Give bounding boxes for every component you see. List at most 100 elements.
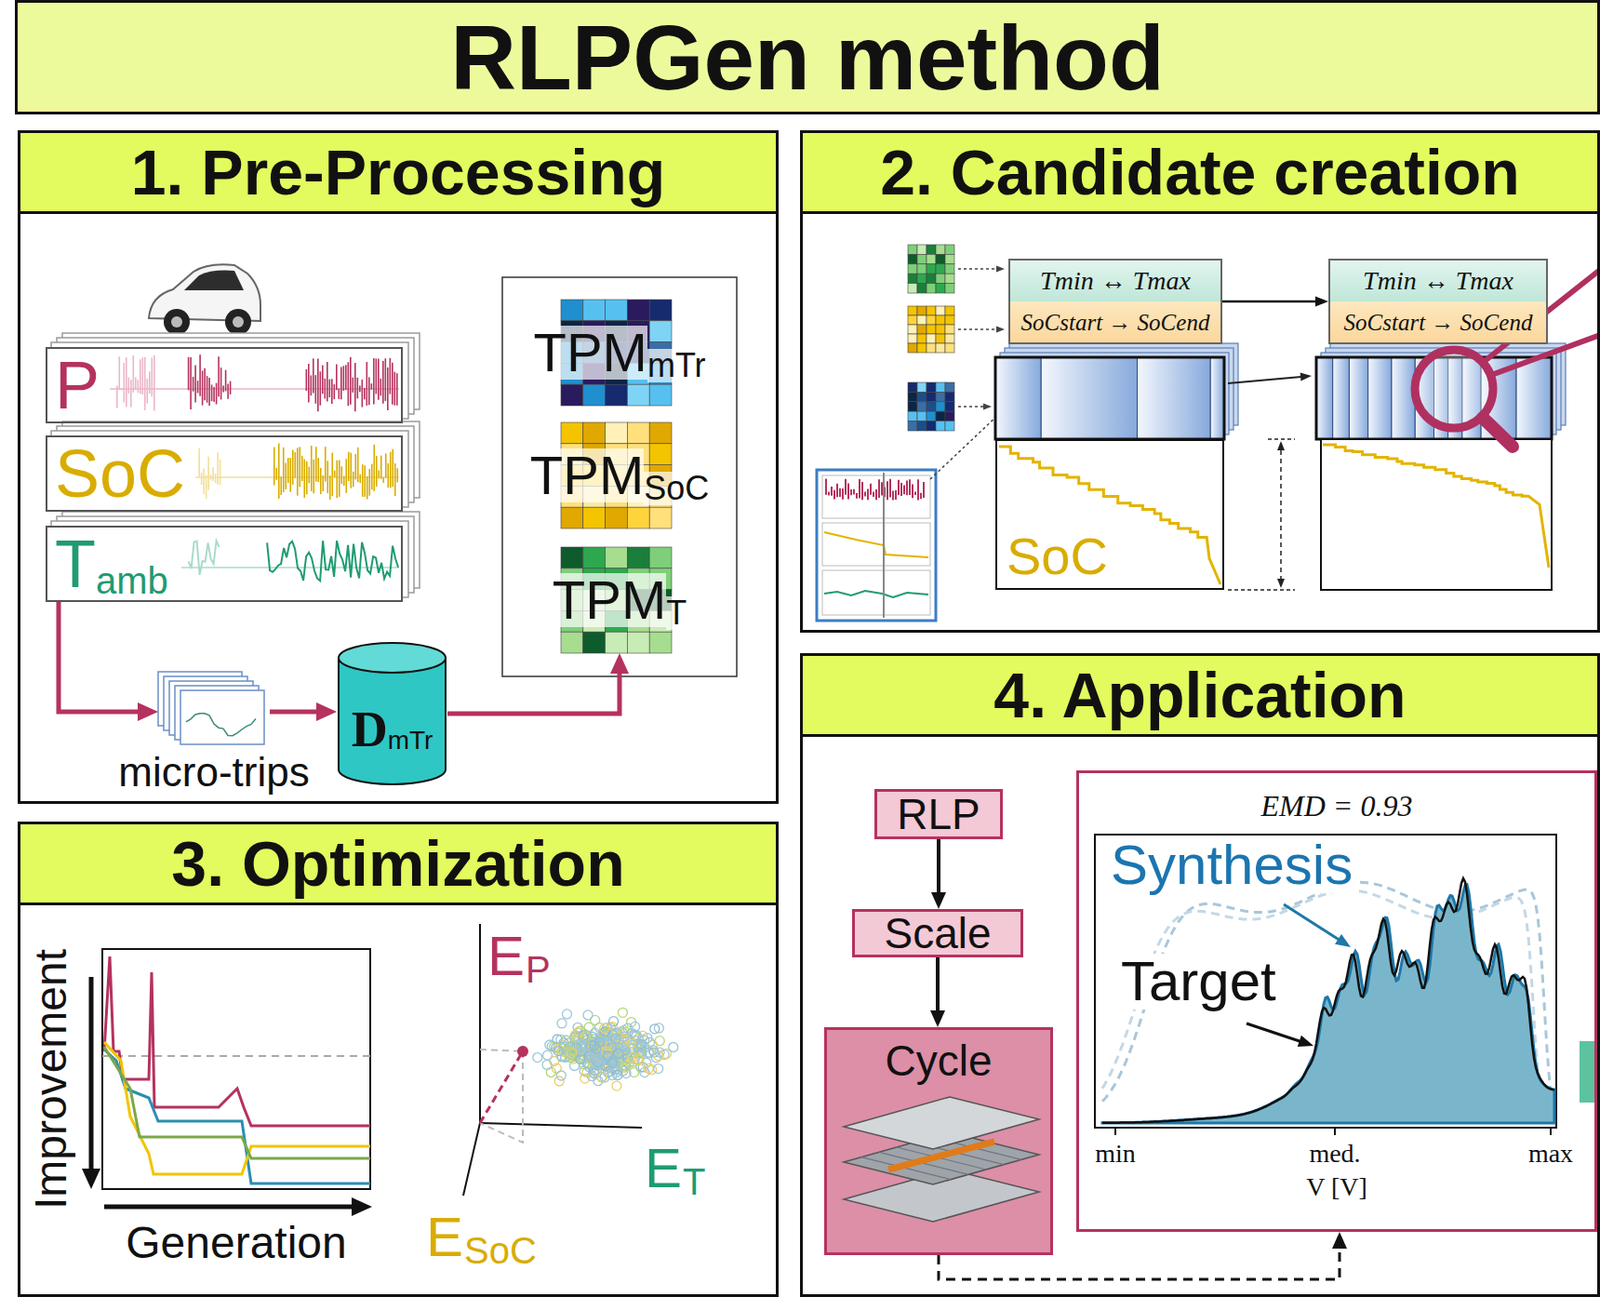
connector-line <box>935 957 940 1015</box>
matrix-icons-part <box>907 244 918 254</box>
micro-trip-cards-part <box>186 713 256 736</box>
pareto-scatter-part <box>636 1040 646 1051</box>
panel-heading: 4. Application <box>993 663 1406 727</box>
signal-strip-drawing-part <box>345 364 347 390</box>
subscript-label: mTr <box>647 348 707 383</box>
matrix-icons-part <box>917 421 927 431</box>
signal-strip-drawing-part <box>192 376 195 392</box>
arrow-head <box>316 702 337 721</box>
matrix-icons-part <box>926 273 936 283</box>
battery-box: Cycle <box>824 1026 1054 1255</box>
matrix-box: TPMmTr <box>517 299 722 406</box>
convergence-chart-part <box>89 976 94 1171</box>
signal-strip-drawing-part <box>373 358 375 405</box>
signal-strip-drawing-part <box>206 375 209 403</box>
axis-title: Generation <box>125 1220 347 1266</box>
signal-strip-drawing-part <box>142 357 145 395</box>
signal-strip-drawing-part <box>120 388 123 391</box>
candidate-stack <box>1316 343 1566 440</box>
pareto-scatter-part <box>607 1057 617 1067</box>
constraint-label: Tmin ↔ Tmax <box>1040 267 1191 294</box>
matrix-grids-part <box>583 506 606 529</box>
arrow-line <box>958 328 1000 331</box>
pareto-scatter-part <box>575 1053 586 1064</box>
pareto-scatter-part <box>668 1042 679 1053</box>
signal-strip-drawing-part <box>317 358 320 412</box>
signal-strip-drawing-part <box>371 464 374 491</box>
matrix-grids-part <box>502 277 737 677</box>
matrix-icons-part <box>907 411 918 421</box>
signal-strip-drawing-part <box>361 464 364 497</box>
matrix-icons-part <box>945 264 955 274</box>
matrix-icons-part <box>945 306 955 316</box>
connector <box>931 839 947 909</box>
soc-curve-part <box>1322 444 1549 568</box>
mini-plot-part <box>841 488 844 500</box>
pareto-scatter-part <box>480 1122 642 1128</box>
matrix-icons-part <box>917 253 927 264</box>
signal-strip: P <box>45 346 403 424</box>
connector <box>1222 296 1329 307</box>
label-wrap: Synthesis <box>1106 837 1357 894</box>
subscript-label: mTr <box>387 727 434 754</box>
candidate-stack-part <box>995 357 1041 440</box>
matrix-icons-part <box>926 382 936 392</box>
signal-strip-drawing-part <box>363 465 366 497</box>
matrix-grids-part <box>583 631 606 654</box>
pareto-scatter-part <box>607 1070 617 1080</box>
signal-strip-drawing-part <box>331 378 334 404</box>
signal-strip-drawing-part <box>219 459 222 485</box>
matrix-icons-part <box>935 382 946 392</box>
matrix-icons-part <box>926 401 936 412</box>
signal-strip-drawing-part <box>357 447 360 482</box>
matrix-icons-part <box>917 306 927 316</box>
arrow-line <box>1227 376 1305 384</box>
matrix-grids-part <box>583 299 606 321</box>
connector <box>447 653 629 714</box>
axis-label: E <box>644 1140 682 1197</box>
signal-strip-drawing-part <box>352 471 355 487</box>
axis-subscript: SoC <box>464 1231 537 1269</box>
arrow-head <box>1315 296 1329 307</box>
arrow-head <box>1277 578 1285 588</box>
matrix-icons-part <box>935 324 946 334</box>
constraint-box: Tmin ↔ TmaxSoCstart → SoCend <box>1328 258 1548 345</box>
connector <box>930 957 946 1027</box>
matrix-grids-part <box>626 546 650 569</box>
signal-strip-drawing-part <box>389 358 392 395</box>
signal-strip-drawing-part <box>125 357 128 407</box>
signal-strip-drawing-part <box>373 444 375 492</box>
matrix-icons-part <box>907 283 918 294</box>
signal-strip-drawing-part <box>363 387 366 400</box>
label-wrap: Target <box>1117 953 1280 1010</box>
matrix-icons-part <box>926 421 936 431</box>
label-wrap: Improvement <box>28 948 74 1210</box>
signal-strip-drawing-part <box>187 357 190 391</box>
signal-strip-drawing-part <box>396 467 399 482</box>
pareto-scatter-part <box>592 1053 602 1064</box>
matrix-icons-part <box>926 333 936 344</box>
signal-strip-drawing-part <box>375 455 378 487</box>
matrix-icons-part <box>935 273 946 283</box>
signal-strip-drawing-part <box>216 452 219 484</box>
signal-strip-drawing-part <box>301 455 304 481</box>
mini-plot-part <box>911 484 914 499</box>
mini-plot-part <box>897 480 900 495</box>
connector <box>58 601 159 721</box>
battery-pack-illustration-part <box>861 1157 951 1180</box>
matrix-label: TPM <box>530 448 644 503</box>
matrix-icons-part <box>935 411 946 421</box>
soc-curve-part <box>1320 439 1552 590</box>
process-label: RLP <box>896 792 980 836</box>
signal-strip-drawing-part <box>386 463 389 488</box>
signal-strip-drawing-part <box>306 461 308 495</box>
caption-wrap: micro-trips <box>118 751 309 793</box>
signal-strip-drawing-part <box>380 378 383 396</box>
matrix-icons <box>907 244 1005 431</box>
matrix-icons-part <box>907 273 918 283</box>
tick-label: max <box>1528 1140 1574 1167</box>
signal-strip-drawing-part <box>347 452 350 481</box>
convergence-chart-part <box>104 1041 371 1174</box>
matrix-icons-part <box>926 391 936 401</box>
signal-strip-drawing-part <box>203 368 206 401</box>
